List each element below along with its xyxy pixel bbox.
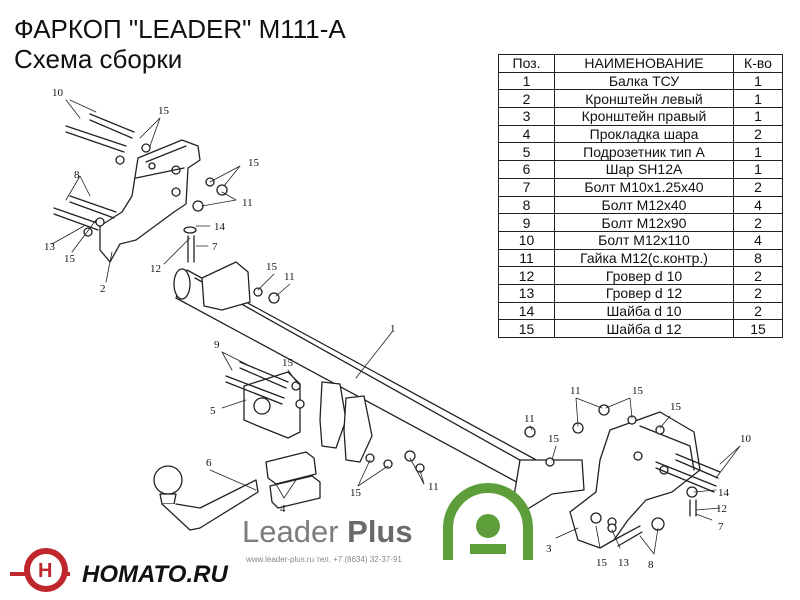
callout-label: 11 — [570, 385, 581, 397]
cell-position: 11 — [498, 248, 555, 268]
cell-name: Шайба d 12 — [554, 319, 734, 338]
brand-name: Leader Plus — [242, 514, 413, 550]
cell-name: Подрозетник тип А — [554, 142, 734, 162]
tow-beam — [173, 268, 541, 487]
shop-name: HOMATO.RU — [82, 561, 228, 588]
left-bracket-flange — [135, 145, 187, 179]
cell-name: Шар SH12A — [554, 160, 734, 179]
callout-label: 8 — [74, 169, 80, 181]
leader-lines — [51, 99, 741, 555]
callout-label: 7 — [212, 241, 218, 253]
left-bracket — [99, 139, 201, 263]
callout-label: 10 — [740, 433, 752, 445]
center-bracket-left — [319, 381, 347, 449]
callout-label: 1 — [390, 323, 396, 335]
ball-spacer-plate — [265, 451, 317, 485]
callout-label: 13 — [44, 241, 56, 253]
leader-plus-logo-icon — [443, 483, 533, 560]
center-bracket-right — [343, 395, 373, 463]
callout-label: 13 — [618, 557, 630, 569]
callout-label: 2 — [100, 283, 106, 295]
callout-label: 3 — [546, 543, 552, 555]
beam-left-plate — [201, 261, 251, 311]
tow-ball — [153, 465, 259, 531]
column-header-position: Поз. — [498, 54, 555, 73]
homato-logo-letter: H — [38, 560, 52, 582]
callout-label: 15 — [282, 357, 294, 369]
callout-label: 15 — [64, 253, 76, 265]
callout-label: 15 — [248, 157, 260, 169]
callout-label: 7 — [718, 521, 724, 533]
homato-logo-icon: H — [10, 548, 70, 592]
callout-label: 15 — [632, 385, 644, 397]
right-bracket — [569, 411, 701, 549]
page-title: ФАРКОП "LEADER" M111-A — [14, 14, 346, 44]
callout-label: 6 — [206, 457, 212, 469]
cell-name: Кронштейн левый — [554, 89, 734, 109]
cell-quantity: 2 — [733, 301, 783, 321]
nuts-and-washers — [83, 143, 698, 533]
callout-label: 12 — [716, 503, 727, 515]
callout-label: 11 — [284, 271, 295, 283]
page-subtitle: Схема сборки — [14, 44, 183, 74]
brand-contact: www.leader-plus.ru тел. +7 (8634) 32-37-… — [246, 555, 402, 564]
callout-label: 11 — [524, 413, 535, 425]
callout-label: 4 — [280, 503, 286, 515]
callout-label: 15 — [596, 557, 608, 569]
callout-label: 5 — [210, 405, 216, 417]
brand-name-bold: Plus — [347, 514, 413, 549]
cell-name: Болт М12х110 — [554, 230, 734, 250]
callout-label: 8 — [648, 559, 654, 571]
callout-label: 14 — [718, 487, 730, 499]
parts-table-header: Поз. НАИМЕНОВАНИЕ К-во — [498, 54, 783, 73]
callout-label: 15 — [266, 261, 278, 273]
cell-name: Болт М12х90 — [554, 213, 734, 232]
cell-name: Прокладка шара — [554, 124, 734, 144]
callout-label: 15 — [350, 487, 362, 499]
callout-label: 11 — [242, 197, 253, 209]
brand-name-regular: Leader — [242, 514, 348, 549]
callout-label: 15 — [548, 433, 560, 445]
callout-label: 15 — [158, 105, 170, 117]
bolts — [53, 113, 721, 547]
cell-quantity: 15 — [733, 319, 783, 338]
callout-label: 9 — [214, 339, 220, 351]
callout-label: 14 — [214, 221, 226, 233]
callout-label: 10 — [52, 87, 64, 99]
callout-label: 11 — [428, 481, 439, 493]
callout-label: 12 — [150, 263, 161, 275]
callout-label: 15 — [670, 401, 682, 413]
cell-quantity: 1 — [733, 142, 783, 162]
